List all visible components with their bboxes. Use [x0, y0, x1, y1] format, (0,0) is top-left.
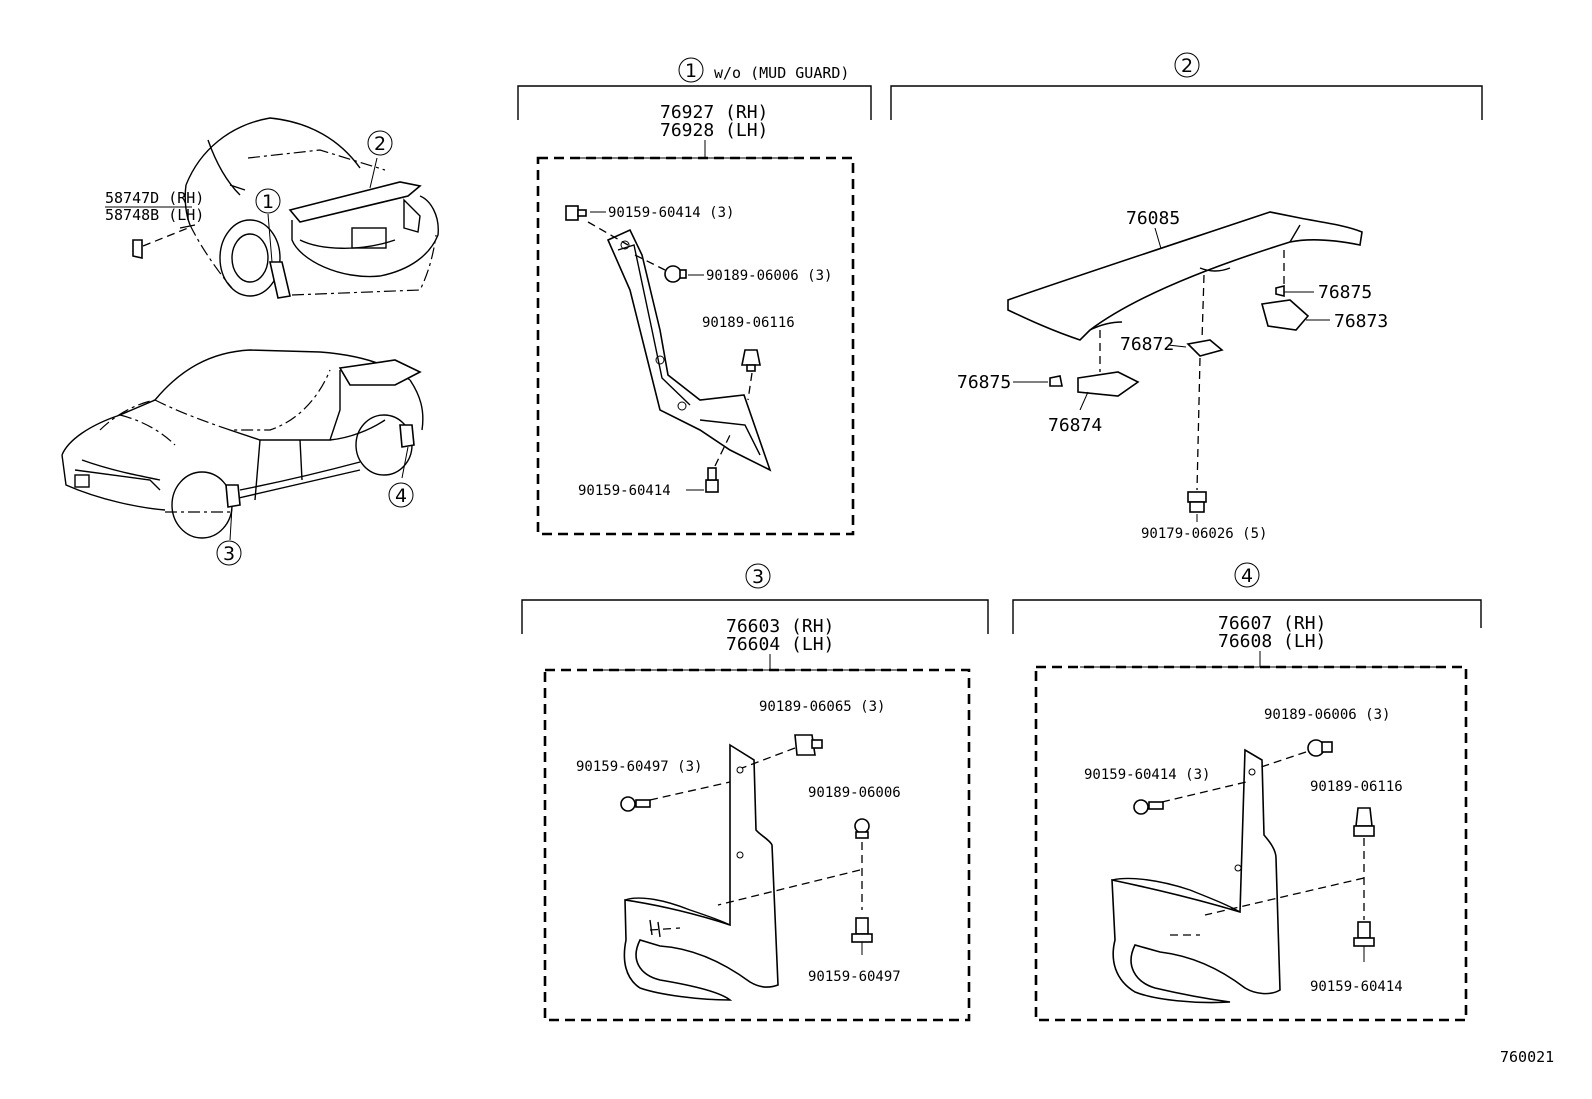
- section-1-clip-a-label: 90189-06006 (3): [706, 268, 832, 284]
- pad-label: 76872: [1120, 334, 1174, 355]
- diagram-id: 760021: [1500, 1048, 1554, 1066]
- screw-icon: [620, 796, 651, 812]
- clip-icon: [854, 818, 870, 839]
- rear-spoiler: [1007, 211, 1363, 341]
- svg-text:2: 2: [374, 133, 386, 155]
- nut-icon: [1187, 491, 1207, 513]
- spoiler-label: 76085: [1126, 208, 1180, 229]
- section-3-part-rh: 76603 (RH): [726, 616, 834, 637]
- section-1-screw-top-label: 90159-60414 (3): [608, 205, 734, 221]
- section-3-clip-top-label: 90189-06065 (3): [759, 699, 885, 715]
- screw-icon: [1353, 921, 1375, 962]
- clip-icon: [794, 734, 823, 756]
- mud-guard-rear: [1111, 748, 1281, 1004]
- section-2: 2 76085 76875 76873 76872 76875 76874: [890, 52, 1483, 542]
- clip-icon: [1307, 739, 1333, 757]
- screw-icon: [1133, 799, 1164, 815]
- clip-icon: [664, 265, 687, 283]
- screw-icon: [705, 467, 719, 493]
- section-4: 4 76607 (RH) 76608 (LH) 90189-06006 (3) …: [1012, 562, 1482, 1022]
- section-4-part-rh: 76607 (RH): [1218, 613, 1326, 634]
- section-1-part-lh: 76928 (LH): [660, 120, 768, 141]
- section-3: 3 76603 (RH) 76604 (LH) 90189-06065 (3) …: [521, 563, 989, 1022]
- bracket-right: [1260, 299, 1310, 331]
- pad-part: [1186, 339, 1224, 357]
- section-3-screw-bottom-label: 90159-60497: [808, 969, 901, 985]
- section-1-kit-box: [536, 156, 855, 536]
- section-3-part-lh: 76604 (LH): [726, 634, 834, 655]
- section-4-screw-bottom-label: 90159-60414: [1310, 979, 1403, 995]
- section-4-screw-side-label: 90159-60414 (3): [1084, 767, 1210, 783]
- svg-text:3: 3: [223, 543, 235, 565]
- overview-callout-1: 1: [255, 188, 281, 214]
- bracket-left-label: 76874: [1048, 415, 1102, 436]
- section-3-kit-box: [543, 668, 971, 1022]
- screw-icon: [851, 917, 873, 955]
- mud-guard-bracket: [606, 228, 772, 472]
- section-1-title: w/o (MUD GUARD): [714, 64, 849, 82]
- section-3-number: 3: [752, 566, 764, 588]
- section-4-kit-box: [1034, 665, 1468, 1022]
- section-1-clip-b-label: 90189-06116: [702, 315, 795, 331]
- section-4-clip-top-label: 90189-06006 (3): [1264, 707, 1390, 723]
- bracket-left: [1077, 371, 1140, 397]
- overview-rear-car: [132, 117, 439, 299]
- overview-callout-2: 2: [367, 130, 393, 156]
- svg-text:1: 1: [262, 191, 274, 213]
- section-4-part-lh: 76608 (LH): [1218, 631, 1326, 652]
- nut-label: 90179-06026 (5): [1141, 526, 1267, 542]
- svg-text:4: 4: [395, 485, 407, 507]
- emblem-lh-label: 58748B (LH): [105, 206, 204, 224]
- cap-left-label: 76875: [957, 372, 1011, 393]
- section-1-screw-bottom-label: 90159-60414: [578, 483, 671, 499]
- emblem-rh-label: 58747D (RH): [105, 189, 204, 207]
- section-2-number: 2: [1181, 55, 1193, 77]
- clip-icon: [1353, 807, 1375, 837]
- section-1-part-rh: 76927 (RH): [660, 102, 768, 123]
- section-4-number: 4: [1241, 565, 1253, 587]
- overview-callout-3: 3: [216, 540, 242, 566]
- overview-callout-4: 4: [388, 482, 414, 508]
- bracket-right-label: 76873: [1334, 311, 1388, 332]
- clip-icon: [741, 349, 761, 372]
- section-3-clip-mid-label: 90189-06006: [808, 785, 901, 801]
- section-3-screw-side-label: 90159-60497 (3): [576, 759, 702, 775]
- overview-front-car: [61, 349, 424, 541]
- screw-icon: [565, 205, 587, 221]
- section-4-clip-mid-label: 90189-06116: [1310, 779, 1403, 795]
- cap-right-label: 76875: [1318, 282, 1372, 303]
- section-1: 1 w/o (MUD GUARD) 76927 (RH) 76928 (LH) …: [517, 57, 872, 536]
- section-1-number: 1: [685, 60, 697, 82]
- mud-guard-front: [623, 743, 779, 1001]
